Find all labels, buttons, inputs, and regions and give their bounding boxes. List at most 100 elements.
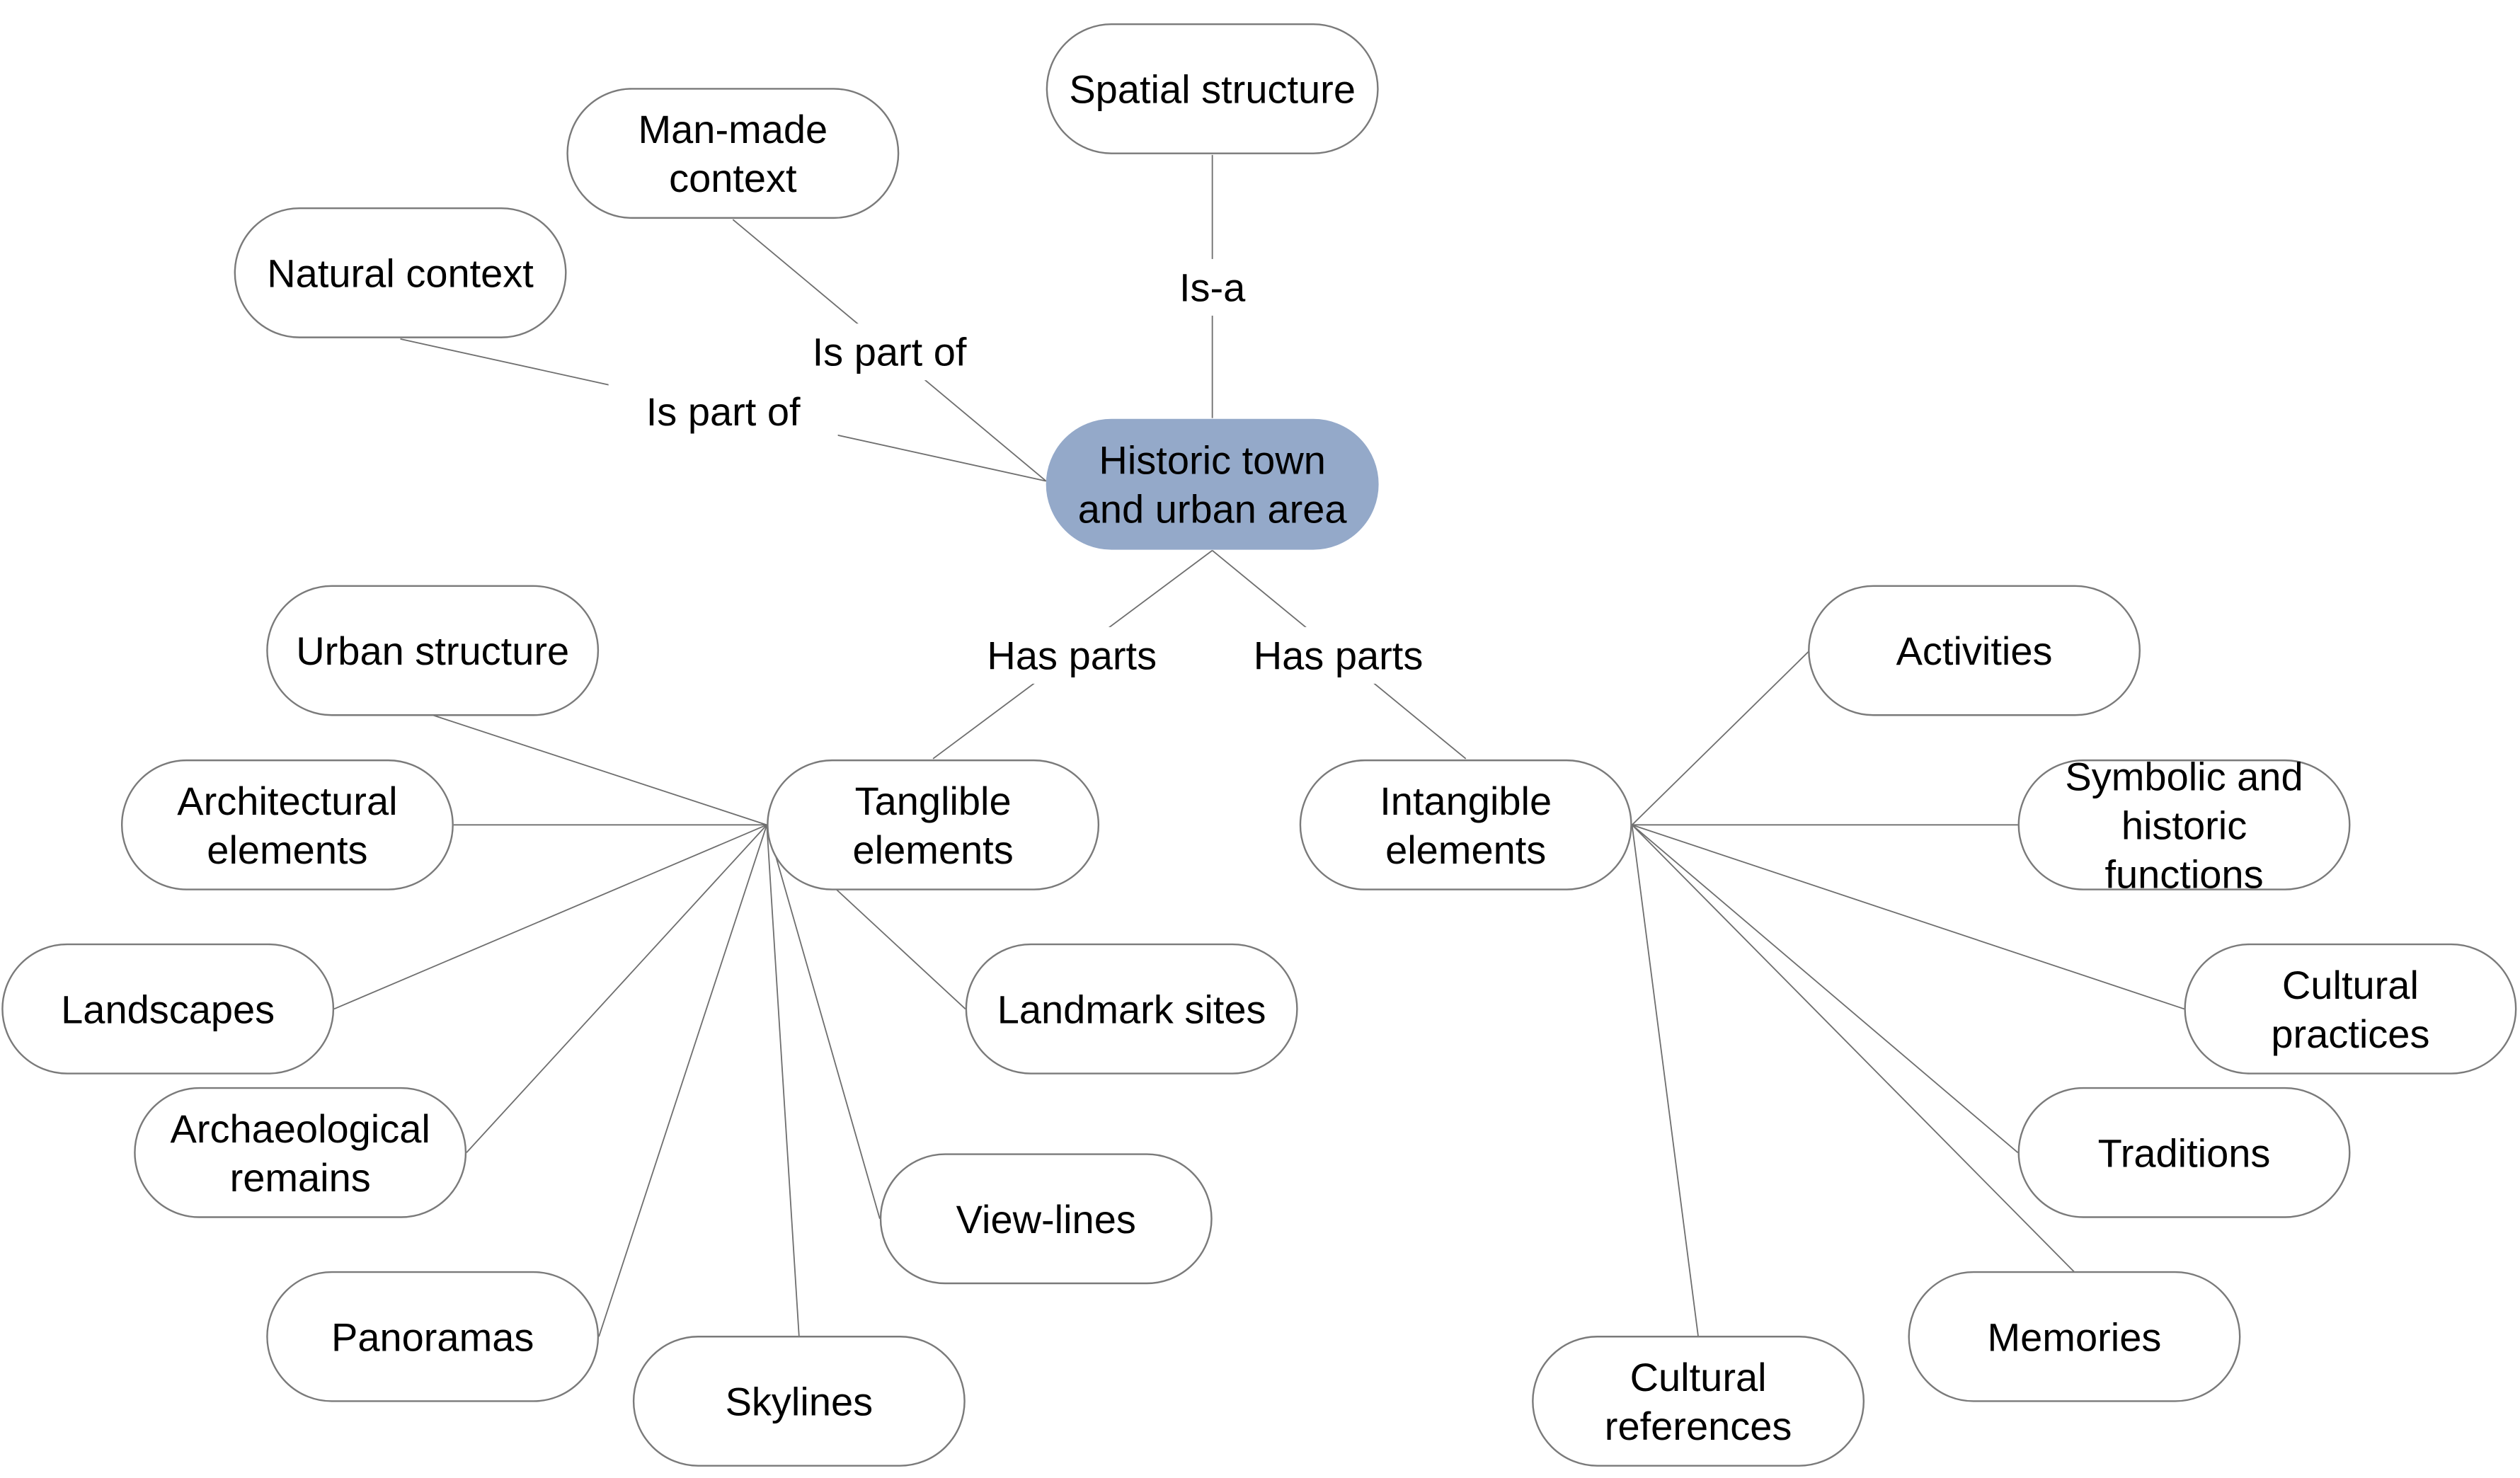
node-shape	[1, 943, 335, 1075]
edge-labels-layer: Is-a Is part of Is part of Has parts Has par…	[608, 258, 1443, 684]
node-label-line: Symbolic and	[2065, 754, 2303, 798]
node-shape	[767, 759, 1100, 890]
connector-line	[333, 824, 767, 1010]
connector-line	[466, 824, 767, 1153]
node-label-line: Archaeological	[171, 1106, 430, 1151]
node-label-line: Historic town	[1099, 438, 1326, 483]
connector-line	[1632, 824, 2184, 1010]
node-label: Spatial structure	[1069, 67, 1356, 111]
node-traditions: Traditions	[2017, 1087, 2351, 1218]
node-shape	[632, 1336, 966, 1467]
node-label-line: Activities	[1896, 629, 2053, 673]
node-label: Landmark sites	[997, 987, 1266, 1031]
node-label-line: Traditions	[2098, 1130, 2271, 1175]
node-label: Cultural references	[1605, 1355, 1792, 1448]
node-label: Panoramas	[331, 1314, 534, 1359]
node-label-line: Skylines	[726, 1379, 874, 1423]
connector-line	[1632, 824, 2019, 1153]
node-label-line: practices	[2271, 1012, 2429, 1056]
node-shape	[2184, 943, 2517, 1075]
node-label-line: elements	[853, 827, 1014, 872]
node-man-made-context: Man-made context	[566, 88, 900, 219]
connector-line	[1631, 824, 2075, 1273]
node-spatial-structure: Spatial structure	[1046, 23, 1379, 154]
edge-label-background	[1161, 258, 1264, 316]
connector-line	[1631, 825, 1699, 1337]
node-label-line: View-lines	[956, 1197, 1136, 1242]
node-shape	[965, 943, 1298, 1075]
node-shape	[134, 1087, 467, 1218]
edge-label-background	[968, 626, 1176, 684]
node-shape	[879, 1153, 1213, 1285]
node-landmark-sites: Landmark sites	[965, 943, 1298, 1075]
node-label-line: Panoramas	[331, 1314, 534, 1359]
node-label-line: Spatial structure	[1069, 67, 1356, 111]
node-skylines: Skylines	[632, 1336, 966, 1467]
node-shape	[2017, 1087, 2351, 1218]
node-shape	[1299, 759, 1632, 890]
node-label: Landscapes	[61, 987, 275, 1031]
node-urban-structure: Urban structure	[266, 585, 600, 716]
edge-label-background	[608, 383, 838, 440]
node-natural-context: Natural context	[234, 207, 567, 338]
node-label-line: Intangible	[1380, 779, 1552, 823]
node-label-line: Memories	[1988, 1314, 2162, 1359]
node-memories: Memories	[1908, 1271, 2241, 1402]
connector-line	[432, 714, 767, 826]
node-cultural-references: Cultural references	[1532, 1336, 1865, 1467]
node-landscapes: Landscapes	[1, 943, 335, 1075]
node-label: Traditions	[2098, 1130, 2271, 1175]
node-label-line: functions	[2104, 852, 2263, 896]
node-label-line: context	[669, 156, 797, 200]
node-label-line: Urban structure	[296, 629, 569, 673]
node-shape	[120, 759, 454, 890]
node-label: Natural context	[267, 251, 534, 295]
node-shape	[1046, 418, 1379, 550]
node-label-line: Man-made	[638, 107, 828, 151]
edge-label-background	[774, 323, 1004, 381]
connector-line	[1631, 650, 1811, 825]
node-label-line: and urban area	[1078, 487, 1348, 532]
node-shape	[2017, 759, 2351, 890]
edge-label-background	[1234, 626, 1443, 684]
node-label-line: Cultural	[2282, 963, 2419, 1007]
node-shape	[1046, 23, 1379, 154]
edge-label-is-a: Is-a	[1179, 265, 1246, 309]
node-symbolic-functions: Symbolic and historic functions	[2017, 754, 2351, 896]
node-shape	[566, 88, 900, 219]
node-label-line: historic	[2121, 803, 2247, 847]
node-label: Man-made context	[638, 107, 828, 200]
node-shape	[1808, 585, 2141, 716]
node-view-lines: View-lines	[879, 1153, 1213, 1285]
node-label: Cultural practices	[2271, 963, 2429, 1056]
node-label-line: elements	[1385, 827, 1546, 872]
node-label-line: references	[1605, 1404, 1792, 1448]
node-label-line: Natural context	[267, 251, 534, 295]
node-label: Memories	[1988, 1314, 2162, 1359]
connector-line	[766, 825, 881, 1220]
node-label-line: Landmark sites	[997, 987, 1266, 1031]
node-shape	[1532, 1336, 1865, 1467]
edge-label-has-parts-tangible: Has parts	[987, 633, 1157, 677]
node-label-line: Landscapes	[61, 987, 275, 1031]
node-label: View-lines	[956, 1197, 1136, 1242]
edge-label-is-part-of-natural: Is part of	[646, 389, 801, 434]
node-label-line: Architectural	[177, 779, 397, 823]
connector-line	[766, 825, 800, 1337]
node-shape	[266, 1271, 600, 1402]
node-label-line: Cultural	[1630, 1355, 1767, 1399]
edge-label-is-part-of-man-made: Is part of	[813, 330, 967, 374]
node-label: Skylines	[726, 1379, 874, 1423]
node-label-line: elements	[207, 827, 367, 872]
node-label: Symbolic and historic functions	[2065, 754, 2303, 896]
node-shape	[234, 207, 567, 338]
edge-label-has-parts-intangible: Has parts	[1254, 633, 1424, 677]
